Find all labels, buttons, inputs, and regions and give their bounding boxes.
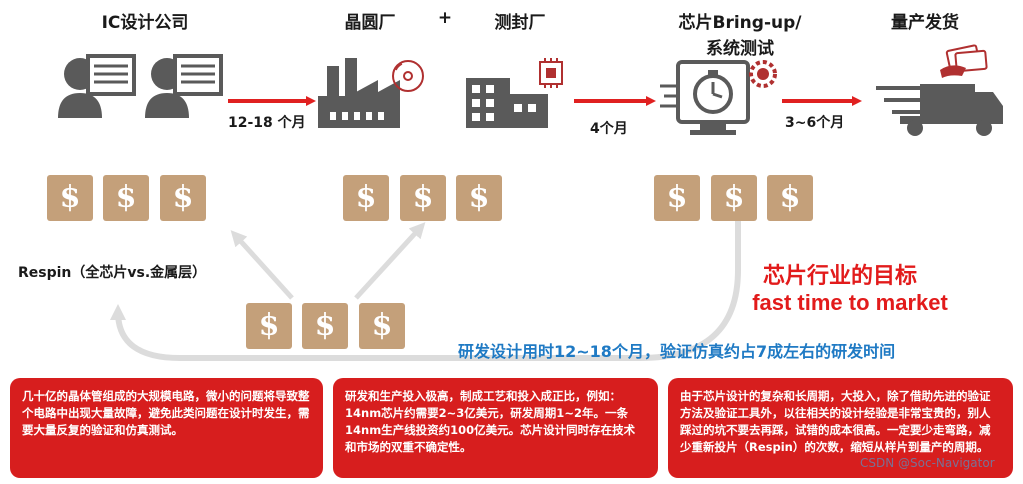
dollar-icon: $ xyxy=(246,303,292,349)
cash-hand-icon xyxy=(940,44,988,78)
stage-title-packaging: 测封厂 xyxy=(494,13,546,33)
building-icon xyxy=(466,78,548,128)
stage-title-fab: 晶圆厂 xyxy=(344,13,396,33)
respin-arrow-to-fab xyxy=(354,222,426,300)
monitor-stopwatch-icon xyxy=(660,60,750,135)
engineer-icon xyxy=(145,54,223,118)
factory-icon xyxy=(318,58,400,128)
gear-icon xyxy=(749,60,777,88)
stage-title-bringup-line2: 系统测试 xyxy=(706,39,774,59)
stage-title-ic-design: IC设计公司 xyxy=(101,13,189,33)
plus-sign: + xyxy=(437,8,453,28)
info-box-complexity: 几十亿的晶体管组成的大规模电路，微小的问题将导致整个电路中出现大量故障，避免此类… xyxy=(10,378,323,478)
arrow-label-bringup-to-mass: 3~6个月 xyxy=(785,115,845,131)
respin-label: Respin（全芯片vs.金属层） xyxy=(18,265,207,281)
dollar-icon: $ xyxy=(103,175,149,221)
arrow-label-design-to-fab: 12-18 个月 xyxy=(228,115,306,131)
dollar-icon: $ xyxy=(400,175,446,221)
delivery-truck-icon xyxy=(876,84,1003,136)
watermark: CSDN @Soc-Navigator xyxy=(860,456,995,470)
dollar-icon: $ xyxy=(711,175,757,221)
dollar-icon: $ xyxy=(767,175,813,221)
goal-title: 芯片行业的目标 xyxy=(762,264,917,289)
dollar-icon: $ xyxy=(343,175,389,221)
goal-subtitle: fast time to market xyxy=(752,290,948,315)
engineer-icon xyxy=(58,54,136,118)
stage-title-mass-production: 量产发货 xyxy=(891,13,959,33)
dollar-icon: $ xyxy=(654,175,700,221)
respin-loop-arrow xyxy=(110,220,741,361)
dollar-icon: $ xyxy=(47,175,93,221)
info-box-experience: 由于芯片设计的复杂和长周期，大投入，除了借助先进的验证方法及验证工具外，以往相关… xyxy=(668,378,1013,478)
chip-icon xyxy=(539,58,563,88)
arrow-label-fab-to-bringup: 4个月 xyxy=(590,121,628,137)
respin-arrow-to-design xyxy=(230,230,294,300)
info-box-investment: 研发和生产投入极高，制成工艺和投入成正比，例如：14nm芯片约需要2~3亿美元，… xyxy=(333,378,658,478)
stage-title-bringup-line1: 芯片Bring-up/ xyxy=(678,13,802,33)
blue-note: 研发设计用时12~18个月，验证仿真约占7成左右的研发时间 xyxy=(458,342,896,361)
dollar-icon: $ xyxy=(302,303,348,349)
dollar-icon: $ xyxy=(160,175,206,221)
wafer-disc-icon xyxy=(392,60,424,92)
dollar-icon: $ xyxy=(456,175,502,221)
dollar-icon: $ xyxy=(359,303,405,349)
